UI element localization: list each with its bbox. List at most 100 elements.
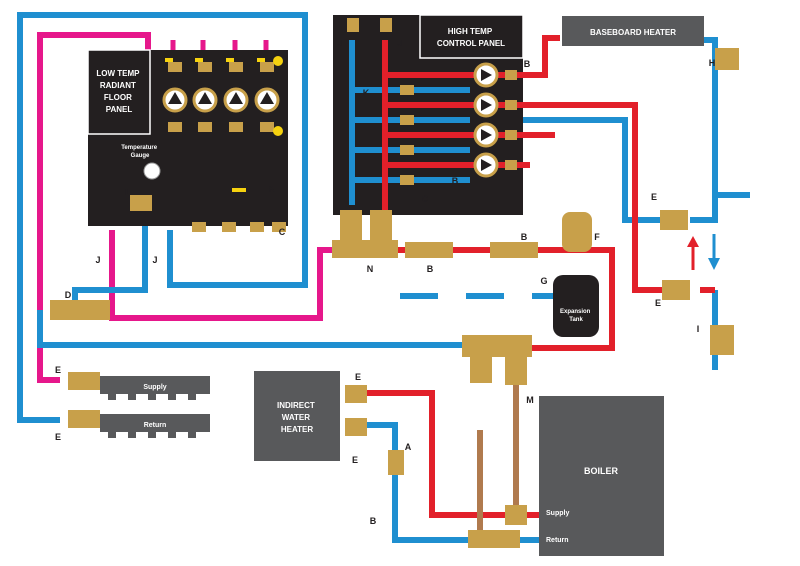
return-manifold <box>100 414 210 432</box>
baseboard-heater <box>562 16 704 46</box>
valve-icon <box>229 62 243 72</box>
supply-tee <box>505 505 527 525</box>
valve-icon <box>272 222 286 232</box>
valve-icon <box>168 62 182 72</box>
callout-D: D <box>65 290 72 300</box>
callout-A: A <box>405 442 412 452</box>
callout-B: B <box>427 264 434 274</box>
pump-impeller-icon <box>481 99 492 111</box>
manifold-port <box>168 394 176 400</box>
valve-handle-icon <box>226 58 234 62</box>
high-temp-valves <box>347 18 517 185</box>
svg-text:INDIRECT WATER HEATER: INDIRECT WATER HEATER <box>277 401 317 434</box>
manifold-port <box>188 394 196 400</box>
callout-M: M <box>526 395 534 405</box>
valve-handle-icon <box>257 58 265 62</box>
valve-handle-icon <box>165 58 173 62</box>
low-temp-label-box <box>87 49 151 135</box>
flow-down-arrowhead-icon <box>708 258 720 270</box>
valve-icon <box>198 122 212 132</box>
callout-K: K <box>363 88 370 98</box>
svg-text:HIGH TEMP CONTROL PANEL: HIGH TEMP CONTROL PANEL <box>437 27 505 48</box>
expansion-tank-label-line1: Expansion <box>560 309 591 315</box>
callout-E: E <box>651 192 657 202</box>
pump-impeller-icon <box>198 92 212 104</box>
valve-icon <box>505 130 517 140</box>
temp-gauge-label-line1: Temperature <box>121 145 158 151</box>
callout-E: E <box>55 432 61 442</box>
manifold-valve <box>50 300 110 320</box>
callout-E: E <box>352 455 358 465</box>
valve-icon <box>222 222 236 232</box>
valve-icon <box>260 62 274 72</box>
pump-impeller-icon <box>229 92 243 104</box>
purge-valve-icon <box>660 210 688 230</box>
low-temp-handles <box>165 58 265 192</box>
callout-H: H <box>709 58 716 68</box>
callout-C: C <box>422 194 429 204</box>
purge-valve-icon <box>662 280 690 300</box>
indirect-label-line3: HEATER <box>281 425 314 434</box>
pump-impeller-icon <box>481 129 492 141</box>
boiler-tee <box>505 355 527 385</box>
manifold-port <box>108 432 116 438</box>
manifold-port <box>148 432 156 438</box>
pump-impeller-icon <box>481 69 492 81</box>
callout-E: E <box>355 372 361 382</box>
callout-B: B <box>521 232 528 242</box>
return-tee <box>468 530 520 548</box>
valve-icon <box>505 100 517 110</box>
primary-fittings <box>50 210 592 548</box>
expansion-tank <box>553 275 599 337</box>
boiler-tee <box>470 355 492 383</box>
pipe-supply-right <box>545 102 665 293</box>
manifold-port <box>148 394 156 400</box>
high-temp-label-line1: HIGH TEMP <box>448 27 493 36</box>
valve-icon <box>380 18 392 32</box>
valve-icon <box>505 160 517 170</box>
manifold-port <box>108 394 116 400</box>
callout-K: K <box>269 184 276 194</box>
boiler-tee <box>462 335 532 357</box>
callout-C: C <box>279 227 286 237</box>
temp-gauge-label-line2: Gauge <box>131 153 150 159</box>
pump-impeller-icon <box>168 92 182 104</box>
svg-text:Expansion Tank: Expansion Tank <box>560 309 592 323</box>
pipe-return-left-drop <box>72 215 148 308</box>
purge-valve-icon <box>68 410 100 428</box>
pump-impeller-icon <box>260 92 274 104</box>
pipe-return-outer <box>17 12 308 423</box>
valve-handle-icon <box>195 58 203 62</box>
valve-icon <box>400 85 414 95</box>
low-temp-label-line1: LOW TEMP <box>96 69 140 78</box>
valve-icon <box>260 122 274 132</box>
callout-B: B <box>370 516 377 526</box>
valve-icon <box>168 122 182 132</box>
expansion-tank-label-line2: Tank <box>569 317 583 323</box>
svg-text:Temperature Gauge: Temperature Gauge <box>121 145 159 159</box>
callout-badge <box>273 126 283 136</box>
callout-G: G <box>540 276 547 286</box>
pump-impeller-icon <box>481 159 492 171</box>
return-manifold-label: Return <box>144 422 167 429</box>
manifold-ports <box>108 394 196 438</box>
pipe-indirect-supply <box>365 390 540 518</box>
callout-B: B <box>452 176 459 186</box>
callout-E: E <box>655 298 661 308</box>
pump-flange-right <box>490 242 538 258</box>
callout-J: J <box>397 38 402 48</box>
callout-badge <box>273 56 283 66</box>
valve-icon <box>400 145 414 155</box>
valve-icon <box>347 18 359 32</box>
low-temp-label-line3: FLOOR <box>104 93 132 102</box>
boiler-return-label: Return <box>546 537 569 544</box>
tee-fitting <box>332 240 398 258</box>
purge-valves <box>68 48 739 475</box>
callout-J: J <box>152 255 157 265</box>
pipe-return-main <box>37 310 470 348</box>
callout-J: J <box>337 38 342 48</box>
valve-icon <box>400 115 414 125</box>
valve-icon <box>400 175 414 185</box>
pipe-hightemp-internal-red <box>382 40 523 210</box>
manifold-port <box>128 432 136 438</box>
